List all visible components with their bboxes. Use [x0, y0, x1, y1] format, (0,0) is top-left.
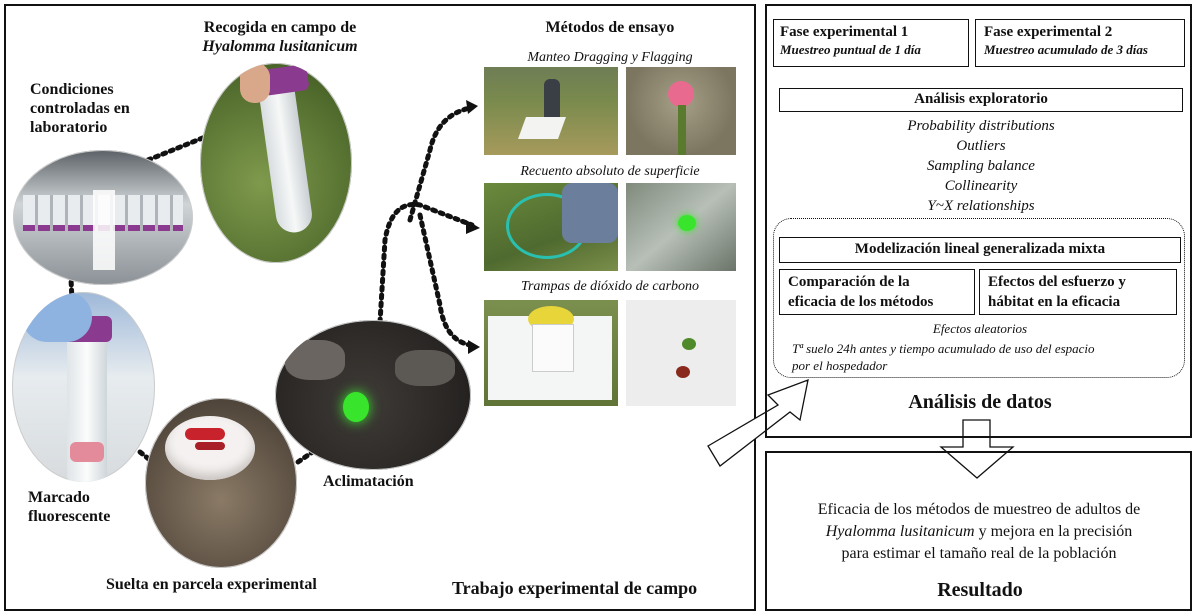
exploratory-item-sampling-balance: Sampling balance: [927, 158, 1035, 174]
photo-lab-tubes: [13, 150, 193, 285]
glmm-box: Modelización lineal generalizada mixta: [779, 237, 1181, 263]
photo-dragging: [484, 67, 618, 155]
photo-marking-tube: [12, 292, 155, 482]
field-collection-line1: Recogida en campo de: [203, 19, 357, 36]
glmm-title: Modelización lineal generalizada mixta: [854, 241, 1106, 257]
photo-co2-trap: [484, 300, 618, 406]
photo-tick-on-grass: [626, 183, 736, 271]
random-effects-description: Tª suelo 24h antes y tiempo acumulado de…: [792, 340, 1182, 374]
lab-conditions-label: Condiciones controladas en laboratorio: [30, 80, 180, 137]
glmm-dotted-group: [773, 218, 1185, 378]
acclimation-label: Aclimatación: [323, 473, 414, 490]
photo-ticks-on-trap: [626, 300, 736, 406]
result-line1: Eficacia de los métodos de muestreo de a…: [817, 501, 1141, 518]
random-effects-line1: Tª suelo 24h antes y tiempo acumulado de…: [792, 341, 1095, 356]
result-line2: Hyalomma lusitanicum y mejora en la prec…: [775, 521, 1183, 543]
exploratory-items: Probability distributions Outliers Sampl…: [779, 116, 1183, 216]
photo-tube-collection: [200, 63, 352, 263]
connector-lab-to-collection: [145, 132, 213, 163]
arrow-head-method-1: [466, 100, 478, 114]
analysis-panel: [765, 4, 1192, 438]
photo-acclimation: [275, 320, 471, 470]
exploratory-item-outliers: Outliers: [956, 138, 1006, 154]
connector-to-method-3: [417, 212, 473, 348]
field-collection-species: Hyalomma lusitanicum: [202, 38, 358, 55]
random-effects-line2: por el hospedador: [792, 358, 888, 373]
phase-1-title: Fase experimental 1: [780, 24, 909, 40]
connector-acclimation-to-methods: [377, 201, 475, 325]
result-line2-rest: y mejora en la precisión: [974, 523, 1133, 540]
methods-title: Métodos de ensayo: [545, 19, 675, 36]
method-1-label: Manteo Dragging y Flagging: [527, 50, 693, 65]
phase-1-box: Fase experimental 1 Muestreo puntual de …: [773, 19, 969, 67]
analysis-panel-title: Análisis de datos: [908, 391, 1052, 413]
photo-surface-count: [484, 183, 618, 271]
field-collection-title: Recogida en campo de Hyalomma lusitanicu…: [180, 18, 380, 56]
effort-habitat-line1: Efectos del esfuerzo y: [988, 274, 1126, 290]
marking-line2: fluorescente: [28, 508, 111, 525]
exploratory-analysis-title: Análisis exploratorio: [914, 91, 1048, 107]
field-work-panel-title: Trabajo experimental de campo: [452, 578, 698, 598]
exploratory-item-distributions: Probability distributions: [907, 118, 1055, 134]
method-comparison-line1: Comparación de la: [788, 274, 910, 290]
phase-2-title: Fase experimental 2: [984, 24, 1113, 40]
arrow-head-method-2: [466, 220, 480, 234]
result-text: Eficacia de los métodos de muestreo de a…: [775, 499, 1183, 565]
result-line3: para estimar el tamaño real de la poblac…: [841, 545, 1117, 562]
method-2-label: Recuento absoluto de superficie: [520, 164, 700, 179]
release-label: Suelta en parcela experimental: [106, 576, 317, 593]
phase-2-subtitle: Muestreo acumulado de 3 días: [984, 42, 1148, 57]
method-3-label: Trampas de dióxido de carbono: [520, 279, 700, 294]
phase-2-box: Fase experimental 2 Muestreo acumulado d…: [975, 19, 1185, 67]
exploratory-item-relationships: Y~X relationships: [927, 198, 1035, 214]
connector-to-method-1: [407, 105, 473, 223]
photo-release: [145, 398, 297, 568]
exploratory-item-collinearity: Collinearity: [944, 178, 1018, 194]
lab-conditions-line2: controladas en: [30, 100, 130, 117]
marking-label: Marcado fluorescente: [28, 488, 158, 526]
effort-habitat-line2: hábitat en la eficacia: [988, 294, 1121, 310]
result-panel-title: Resultado: [937, 579, 1023, 601]
result-species: Hyalomma lusitanicum: [825, 523, 975, 540]
effort-habitat-box: Efectos del esfuerzo y hábitat en la efi…: [979, 269, 1177, 315]
exploratory-analysis-box: Análisis exploratorio: [779, 88, 1183, 112]
marking-line1: Marcado: [28, 489, 90, 506]
method-comparison-box: Comparación de la eficacia de los método…: [779, 269, 975, 315]
phase-1-subtitle: Muestreo puntual de 1 día: [780, 42, 921, 57]
result-panel: [765, 451, 1192, 611]
method-comparison-line2: eficacia de los métodos: [788, 294, 934, 310]
random-effects-title: Efectos aleatorios: [932, 321, 1028, 336]
arrow-head-method-3: [468, 340, 480, 354]
lab-conditions-line1: Condiciones: [30, 81, 114, 98]
lab-conditions-line3: laboratorio: [30, 119, 108, 136]
photo-flagging-flower: [626, 67, 736, 155]
